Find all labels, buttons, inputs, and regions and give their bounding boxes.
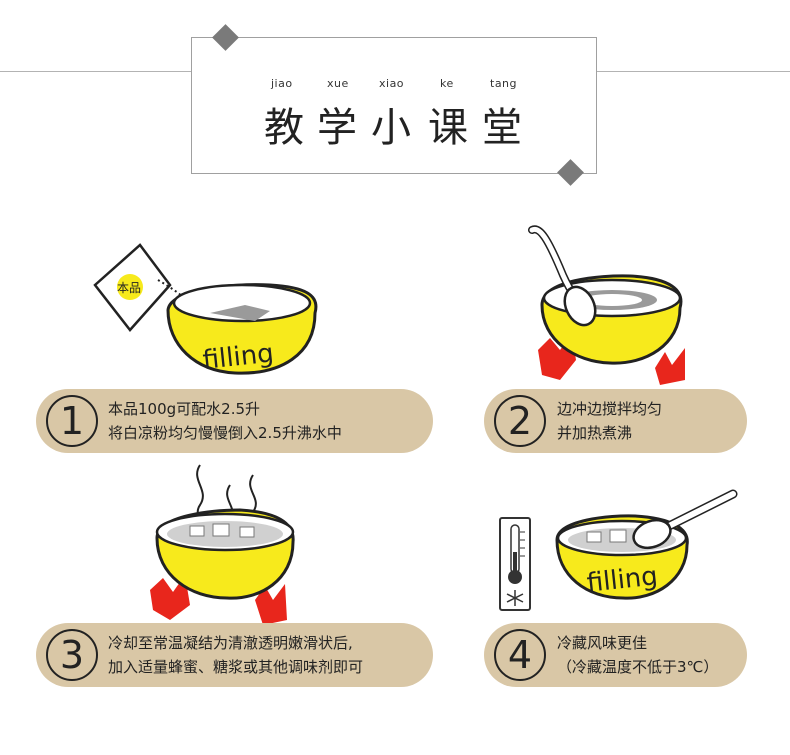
header-line-right [597,71,790,72]
step-4-number: 4 [494,629,546,681]
page-title-char-2: 学 [317,105,357,151]
step2-illustration [528,225,685,385]
step-2-text: 边冲边搅拌均匀 并加热煮沸 [557,397,662,445]
page-title-char-5: 堂 [482,105,522,151]
step-1-panel [36,389,433,453]
step4-illustration: filling [499,489,738,611]
step-1-text: 本品100g可配水2.5升 将白凉粉均匀慢慢倒入2.5升沸水中 [108,397,342,445]
pinyin-xiao: xiao [379,77,405,90]
bowl-icon [155,508,295,600]
powder-package-icon: 本品 [93,243,172,332]
title-box [191,37,597,174]
page-title-char-4: 课 [428,105,468,151]
pinyin-tang: tang [490,77,518,90]
step-2-number: 2 [494,395,546,447]
snowflake-icon [506,590,524,606]
step-3-text: 冷却至常温凝结为清澈透明嫩滑状后, 加入适量蜂蜜、糖浆或其他调味剂即可 [108,631,363,679]
step-4-line-1: 冷藏风味更佳 [557,634,648,652]
step-3-line-2: 加入适量蜂蜜、糖浆或其他调味剂即可 [108,658,364,676]
step-3-panel [36,623,433,687]
step-3-line-1: 冷却至常温凝结为清澈透明嫩滑状后, [108,634,353,652]
spoon-icon [528,225,597,327]
page-title-char-1: 教 [264,105,304,151]
step-3-number: 3 [46,629,98,681]
step-1-line-2: 将白凉粉均匀慢慢倒入2.5升沸水中 [108,424,342,442]
package-label: 本品 [117,281,141,295]
step-1-line-1: 本品100g可配水2.5升 [108,400,261,418]
bowl-icon: filling [166,283,318,376]
pinyin-xue: xue [327,77,349,90]
bowl-label: filling [585,561,659,598]
step-1-number: 1 [46,395,98,447]
page-title-char-3: 小 [371,105,411,151]
flame-icon [150,575,287,625]
step-4-text: 冷藏风味更佳 （冷藏温度不低于3℃） [557,631,718,679]
spoon-icon [632,489,738,550]
pinyin-ke: ke [440,77,454,90]
thermometer-icon [499,517,531,611]
step-2-line-1: 边冲边搅拌均匀 [557,400,663,418]
pinyin-jiao: jiao [271,77,293,90]
step1-illustration: 本品 filling [93,243,318,376]
step3-illustration [150,464,295,625]
step-2-line-2: 并加热煮沸 [557,424,633,442]
header-line-left [0,71,191,72]
step-4-line-2: （冷藏温度不低于3℃） [557,658,719,676]
bowl-label: filling [201,339,275,376]
